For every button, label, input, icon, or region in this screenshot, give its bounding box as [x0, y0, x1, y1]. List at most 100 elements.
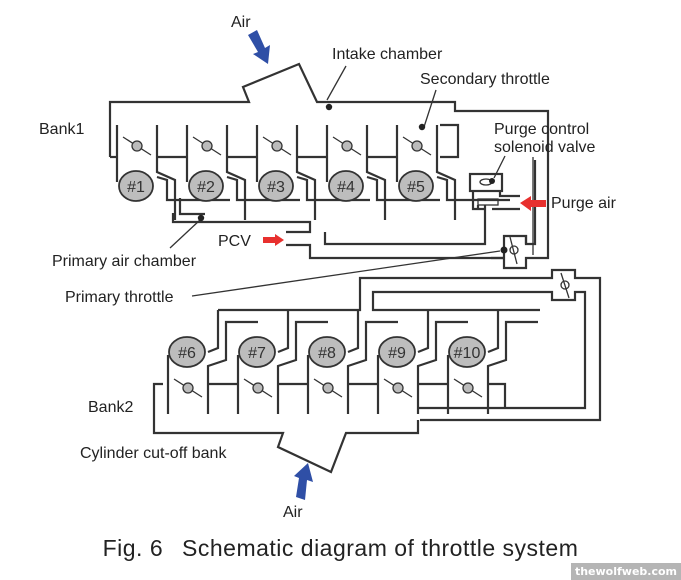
primary-air-chamber-label: Primary air chamber [52, 253, 197, 270]
primary-runner [207, 310, 220, 354]
cylinder-icon [378, 336, 416, 368]
cylinder-label: #9 [388, 345, 406, 362]
runner-walls [376, 320, 468, 414]
secondary-throttle-valve-icon [462, 382, 474, 394]
watermark: thewolfweb.com [570, 563, 681, 580]
bank2-intake-chamber [152, 382, 420, 474]
callout-dot [197, 214, 205, 222]
callout-line [423, 89, 437, 128]
bank1-right-channel [440, 123, 460, 159]
figure-title: Schematic diagram of throttle system [182, 535, 579, 561]
purge-valve-lower [471, 191, 520, 211]
bank2-inner-channel [371, 290, 587, 410]
runner-walls [306, 320, 398, 414]
secondary-throttle-valve-icon [271, 140, 283, 152]
secondary-throttle-label: Secondary throttle [420, 71, 550, 88]
bank2-runners [208, 300, 540, 408]
bank1-cylinder-unit: #5 [395, 125, 510, 220]
primary-throttle-label: Primary throttle [65, 289, 174, 306]
callout-dot [325, 103, 333, 111]
primary-throttle-valve-bank2-icon [560, 280, 570, 290]
primary-runner [487, 310, 500, 354]
intake-chamber-label: Intake chamber [332, 46, 443, 63]
cylinder-label: #10 [454, 345, 481, 362]
pcv-channel [286, 243, 504, 260]
cylinder-label: #5 [407, 179, 425, 196]
callout-line [169, 219, 201, 249]
cylinder-icon [188, 170, 224, 202]
cylinder-icon [328, 170, 364, 202]
callout-line [493, 155, 506, 179]
secondary-throttle-valve-icon [182, 382, 194, 394]
runner-walls [166, 320, 258, 414]
primary-runner [277, 310, 290, 354]
throttle-plate [509, 236, 518, 265]
plenum-floor [488, 382, 507, 408]
callout-line [326, 65, 347, 101]
cylinder-label: #6 [178, 345, 196, 362]
purge-air-label: Purge air [551, 195, 617, 212]
cylinder-label: #8 [318, 345, 336, 362]
runner-walls [236, 320, 328, 414]
bank2-outer-channel [358, 268, 602, 422]
cylinder-label: #1 [127, 179, 145, 196]
purge-valve-element [477, 198, 499, 206]
secondary-throttle-valve-icon [201, 140, 213, 152]
bank1-label: Bank1 [39, 121, 84, 138]
cylinder-icon [258, 170, 294, 202]
air-label-bottom: Air [283, 504, 303, 521]
purge-control-label-1: Purge control [494, 121, 589, 138]
cylinder-icon [168, 336, 206, 368]
cylinder-icon [238, 336, 276, 368]
purge-air-arrow-icon [520, 196, 546, 211]
primary-throttle-body-bank1 [491, 234, 550, 270]
callout-dot [489, 178, 495, 184]
bank2-cylinders: #6 #7 #8 #9 #10 [166, 310, 538, 414]
bank2-cylinder-unit: #10 [446, 310, 538, 414]
cylinder-label: #3 [267, 179, 285, 196]
pcv-label: PCV [218, 233, 251, 250]
primary-air-chamber-bank1 [171, 213, 312, 234]
bank2-cylinder-unit: #6 [166, 310, 258, 414]
bank1-intake-chamber [108, 62, 550, 255]
primary-runner [417, 310, 430, 354]
cylinder-cutoff-bank-label: Cylinder cut-off bank [80, 445, 227, 462]
air-arrow-bottom-icon [294, 463, 313, 500]
bank2-cylinder-unit: #8 [306, 310, 398, 414]
bank2-label: Bank2 [88, 399, 133, 416]
cylinder-icon [398, 170, 434, 202]
callout-dot [418, 123, 426, 131]
secondary-throttle-valve-icon [341, 140, 353, 152]
callout-dot [500, 246, 508, 254]
bank1-cylinder-unit: #3 [255, 125, 370, 220]
bank1-cylinder-unit: #1 [115, 125, 230, 220]
primary-air-lower [323, 205, 487, 246]
cylinder-icon [308, 336, 346, 368]
air-label-top: Air [231, 14, 251, 31]
cylinder-label: #2 [197, 179, 215, 196]
cylinder-icon [118, 170, 154, 202]
figure-number: Fig. 6 [102, 535, 164, 561]
secondary-throttle-valve-icon [392, 382, 404, 394]
secondary-throttle-valve-icon [252, 382, 264, 394]
cylinder-icon [448, 336, 486, 368]
air-arrow-top-icon [248, 30, 270, 64]
bank2-primary-manifold [218, 300, 540, 312]
purge-solenoid-body [468, 172, 504, 193]
bank1-cylinder-unit: #4 [325, 125, 440, 220]
bank2-cylinder-unit: #7 [236, 310, 328, 414]
secondary-throttle-valve-icon [131, 140, 143, 152]
secondary-throttle-valve-icon [322, 382, 334, 394]
purge-control-label-2: solenoid valve [494, 139, 596, 156]
bank1-cylinders: #1 #2 #3 #4 #5 [115, 125, 510, 220]
pcv-arrow-icon [263, 234, 284, 246]
figure-caption: Fig. 6 Schematic diagram of throttle sys… [0, 535, 681, 562]
callout-line [191, 250, 501, 297]
runner-walls [446, 320, 538, 414]
bank2-cylinder-unit: #9 [376, 310, 468, 414]
cylinder-label: #4 [337, 179, 355, 196]
primary-runner [347, 310, 360, 354]
bank1-cylinder-unit: #2 [185, 125, 300, 220]
cylinder-label: #7 [248, 345, 266, 362]
